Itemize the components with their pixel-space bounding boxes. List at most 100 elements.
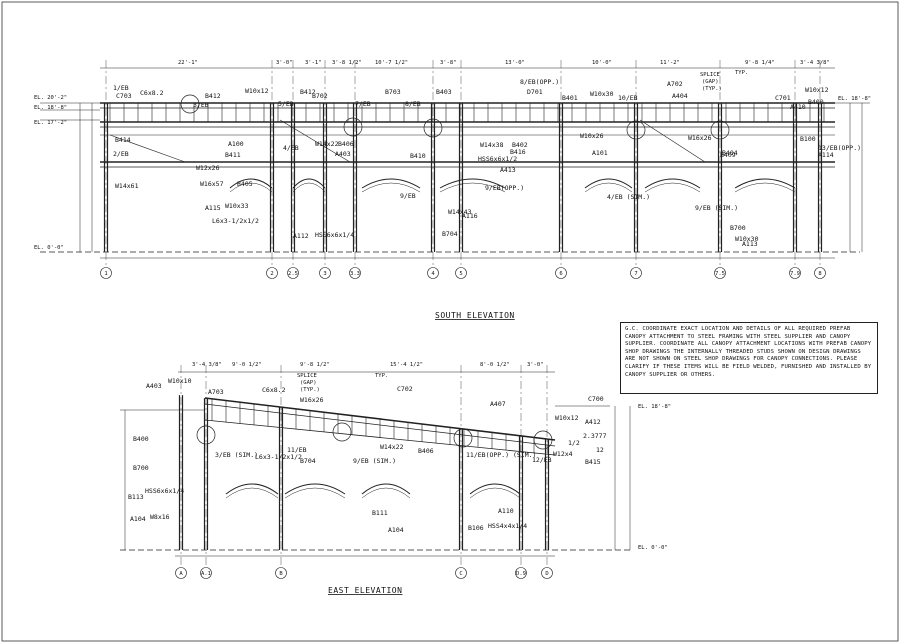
beam-label: W10x26 [580, 132, 604, 140]
dim: 3'-1" [305, 60, 322, 66]
beam-label: B704 [300, 457, 316, 465]
beam-label: W10x30 [590, 90, 614, 98]
grid-label: 7.5 [715, 271, 725, 277]
detail-tag: 8/EB(OPP.) [520, 78, 559, 86]
grid-label: 2.5 [288, 271, 298, 277]
beam-label: B411 [225, 151, 241, 159]
beam-label: W10x12 [555, 414, 579, 422]
grid-bubble [789, 267, 801, 279]
grid-bubble [630, 267, 642, 279]
beam-label: HSS4x4x1/4 [488, 522, 527, 530]
beam-label: W12x4 [553, 450, 573, 458]
grid-label: D [545, 571, 548, 577]
grid-bubble [541, 567, 553, 579]
beam-label: A113 [742, 240, 758, 248]
detail-tag: SPLICE [297, 373, 317, 379]
grid-bubble [275, 567, 287, 579]
beam-label: B406 [418, 447, 434, 455]
grid-label: 6 [559, 271, 562, 277]
beam-label: A112 [293, 232, 309, 240]
dim: 9'-8 1/2" [300, 362, 330, 368]
beam-label: A110 [498, 507, 514, 515]
slope-value: 2.3777 [583, 432, 607, 440]
beam-label: B412 [205, 92, 221, 100]
beam-label: W10x33 [225, 202, 249, 210]
detail-tag: 7/EB [355, 100, 371, 108]
beam-label: A404 [672, 92, 688, 100]
detail-tag: 9/EB (SIM.) [353, 457, 396, 465]
detail-tag: TYP. [375, 373, 388, 379]
detail-tag: 4/EB [283, 144, 299, 152]
beam-label: B406 [338, 140, 354, 148]
detail-tag: 10/EB [618, 94, 638, 102]
grid-bubble [427, 267, 439, 279]
beam-label: HSS6x6x1/4 [145, 487, 184, 495]
beam-label: B414 [115, 136, 131, 144]
beam-label: W10x12 [805, 86, 829, 94]
dim: 3'-0" [276, 60, 293, 66]
detail-tag: (GAP) [300, 380, 317, 386]
beam-label: B700 [730, 224, 746, 232]
beam-label: A412 [585, 418, 601, 426]
elevation-label: EL. 17'-2" [34, 120, 67, 126]
beam-label: A104 [388, 526, 404, 534]
beam-label: W14x38 [480, 141, 504, 149]
beam-label: C701 [775, 94, 791, 102]
detail-tag: 3/EB [193, 101, 209, 109]
east-labels: EAST ELEVATION 3'-4 3/8" 9'-0 1/2" 9'-8 … [128, 362, 671, 595]
elevation-label: EL. 18'-8" [638, 404, 671, 410]
beam-label: B113 [128, 493, 144, 501]
detail-callout-circle [453, 428, 473, 448]
elevation-label: EL. 20'-2" [34, 95, 67, 101]
grid-bubble [287, 267, 299, 279]
beam-label: C703 [116, 92, 132, 100]
grid-bubble [455, 567, 467, 579]
detail-tag: 11/EB(OPP.) (SIM.) [466, 451, 536, 459]
grid-label: 1 [104, 271, 107, 277]
elevation-label: EL. 18'-8" [838, 96, 871, 102]
dim: 9'-0 1/2" [232, 362, 262, 368]
slope-value: 12 [596, 446, 604, 454]
grid-label: 4 [431, 271, 435, 277]
beam-label: C702 [397, 385, 413, 393]
grid-bubble [714, 267, 726, 279]
elevation-label: EL. 0'-0" [34, 245, 64, 251]
beam-label: W16x26 [688, 134, 712, 142]
dim: 3'-8" [440, 60, 457, 66]
beam-label: W12x26 [196, 164, 220, 172]
detail-tag: SPLICE [700, 72, 720, 78]
grid-label: A.1 [201, 571, 211, 577]
beam-label: B404 [722, 149, 738, 157]
grid-label: B [279, 571, 283, 577]
beam-label: B412 [300, 88, 316, 96]
grid-bubble [515, 567, 527, 579]
beam-label: C6x8.2 [140, 89, 164, 97]
canopy-coordination-note: G.C. COORDINATE EXACT LOCATION AND DETAI… [620, 322, 878, 394]
grid-bubble [200, 567, 212, 579]
beam-label: B100 [800, 135, 816, 143]
beam-label: C700 [588, 395, 604, 403]
beam-label: W14x22 [315, 140, 339, 148]
beam-label: B415 [585, 458, 601, 466]
dim: 9'-8 1/4" [745, 60, 775, 66]
beam-label: HSS6x6x1/2 [478, 155, 517, 163]
grid-bubble [319, 267, 331, 279]
detail-tag: 9/EB [400, 192, 416, 200]
beam-label: B416 [510, 148, 526, 156]
elevation-label: EL. 18'-8" [34, 105, 67, 111]
beam-label: W16x57 [200, 180, 224, 188]
beam-label: W16x26 [300, 396, 324, 404]
beam-label: A703 [208, 388, 224, 396]
detail-tag: 9/EB (SIM.) [695, 204, 738, 212]
dim: 10'-0" [592, 60, 612, 66]
detail-tag: 2/EB [113, 150, 129, 158]
grid-label: 7 [634, 271, 637, 277]
grid-bubble [814, 267, 826, 279]
grid-label: 3.3 [350, 271, 360, 277]
detail-callout-circle [710, 120, 730, 140]
grid-label: 8 [818, 271, 821, 277]
detail-tag: 9/EB(OPP.) [485, 184, 524, 192]
beam-label: A407 [490, 400, 506, 408]
beam-label: L6x3-1/2x1/2 [255, 453, 302, 461]
